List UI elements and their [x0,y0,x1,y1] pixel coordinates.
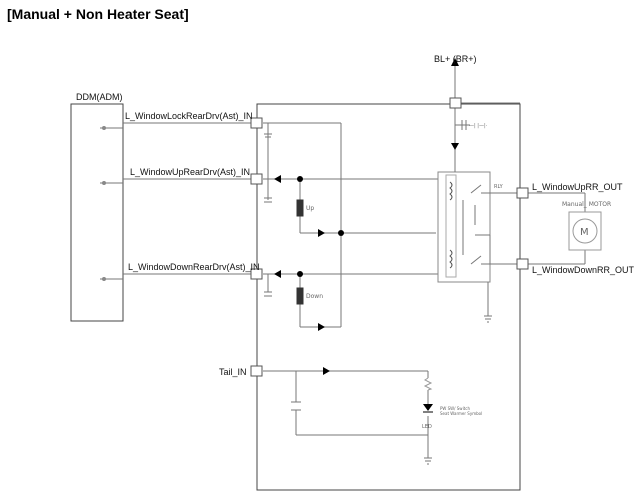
pin-out-down [516,258,529,270]
motor-symbol: M [580,227,589,238]
junction-up [297,176,303,182]
junction-lock-up [338,230,344,236]
pin-up [250,173,263,185]
arrow-tail [323,367,330,375]
input-tail-label: Tail_IN [219,367,247,377]
led-note-2: Seat Warmer Symbol [440,411,482,416]
control-unit-box [256,103,521,491]
page-title: [Manual + Non Heater Seat] [7,6,189,22]
relay-label: RLY [494,184,504,190]
pin-lock [250,117,263,129]
up-switch-label: Up [306,205,314,212]
pin-tail [250,365,263,377]
input-down-label: L_WindowDownRearDrv(Ast)_IN [128,262,260,272]
up-switch-body [296,199,304,217]
down-switch-label: Down [306,293,323,300]
pin-out-up [516,187,529,199]
down-switch-body [296,287,304,305]
motor-box [568,211,602,251]
output-up-label: L_WindowUpRR_OUT [532,182,623,192]
relay-block [437,171,491,283]
led-ref-label: LED [422,424,432,430]
supply-label: BL+ (BR+) [434,54,477,64]
arrow-down-in [274,270,281,278]
pin-supply [449,97,462,109]
led-note-1: PW SW/ Switch [440,406,470,411]
input-up-label: L_WindowUpRearDrv(Ast)_IN [130,167,250,177]
ddm-label: DDM(ADM) [76,92,123,102]
arrow-supply-up [451,58,459,66]
led-symbol [423,404,433,411]
arrow-down-sw [318,323,325,331]
pin-down [250,268,263,280]
arrow-up-sw [318,229,325,237]
fuse-mark: —| |—|· [469,123,488,129]
ddm-module-box [70,103,124,322]
input-lock-label: L_WindowLockRearDrv(Ast)_IN [125,111,253,121]
junction-down [297,271,303,277]
arrow-up-in [274,175,281,183]
arrow-supply-down [451,143,459,150]
output-down-label: L_WindowDownRR_OUT [532,265,635,275]
motor-label: Manual_ MOTOR [562,201,611,208]
